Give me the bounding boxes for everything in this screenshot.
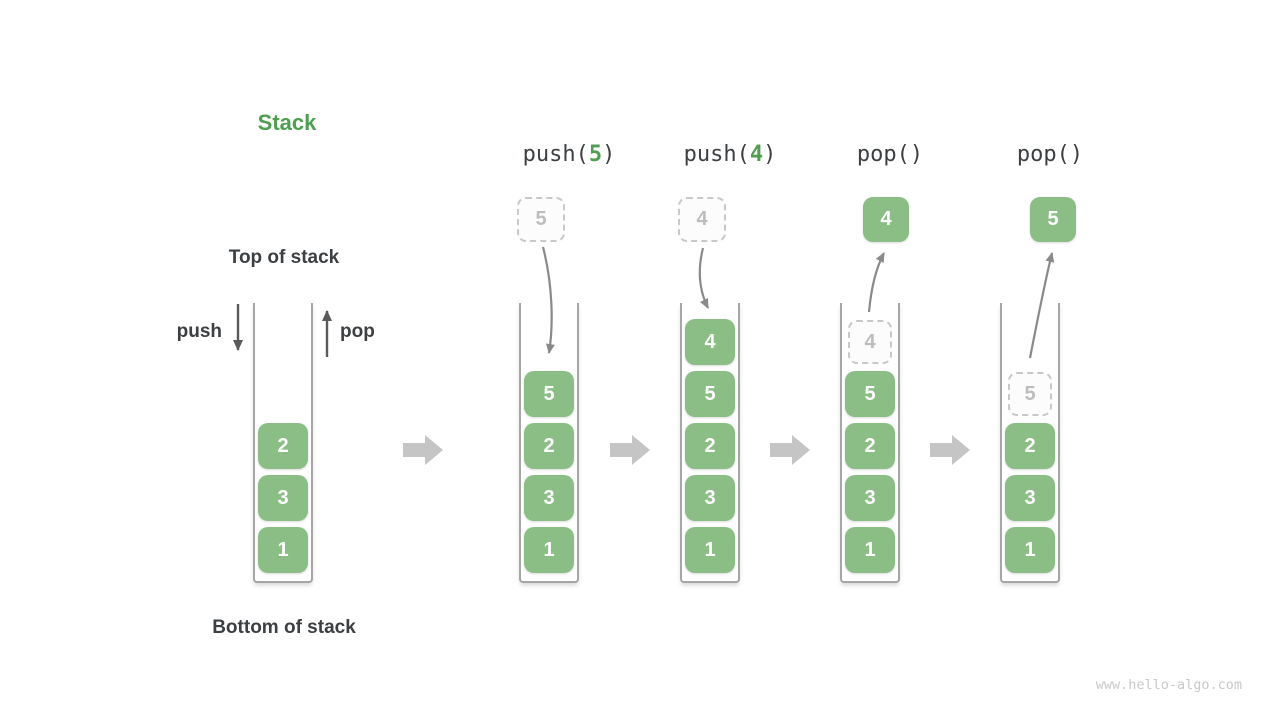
ghost-cell: 4 [848,320,892,364]
next-step-block-arrow [610,435,650,465]
ghost-cell: 5 [1008,372,1052,416]
operation-label-after-push-5: push(5) [523,142,616,167]
stack-cell: 5 [524,371,574,417]
top-of-stack-label: Top of stack [228,247,340,268]
watermark: www.hello-algo.com [1095,677,1242,693]
op-prefix: push( [683,142,750,167]
op-suffix: ) [909,142,924,167]
popped-value-box: 5 [1030,197,1076,242]
stack-cell: 1 [845,527,895,573]
stack-cell: 2 [1005,423,1055,469]
incoming-value-box: 4 [678,197,726,242]
stack-cell: 3 [685,475,735,521]
stack-cell: 5 [685,371,735,417]
stack-cell: 1 [258,527,308,573]
operation-label-after-pop-4: pop() [857,142,923,167]
operation-label-after-push-4: push(4) [684,142,777,167]
stack-cell: 3 [524,475,574,521]
op-suffix: ) [602,142,616,167]
stack-cell: 3 [258,475,308,521]
next-step-block-arrow [930,435,970,465]
stack-cell: 2 [685,423,735,469]
op-suffix: ) [763,142,777,167]
push-label: push [176,321,222,342]
stack-cell: 3 [1005,475,1055,521]
op-prefix: push( [522,142,589,167]
op-argument: 4 [749,142,764,167]
next-step-block-arrow [403,435,443,465]
bottom-of-stack-label: Bottom of stack [212,617,356,638]
stack-cell: 4 [685,319,735,365]
stack-cell: 5 [845,371,895,417]
stack-cell: 1 [1005,527,1055,573]
diagram-title: Stack [257,110,317,135]
next-step-block-arrow [770,435,810,465]
operation-label-after-pop-5: pop() [1017,142,1083,167]
popped-value-box: 4 [863,197,909,242]
op-prefix: pop( [1016,142,1070,167]
incoming-value-box: 5 [517,197,565,242]
stack-cell: 1 [685,527,735,573]
stack-cell: 1 [524,527,574,573]
stack-cell: 3 [845,475,895,521]
op-argument: 5 [588,142,603,167]
pop-label: pop [340,321,375,342]
stack-cell: 2 [524,423,574,469]
op-prefix: pop( [856,142,910,167]
stack-cell: 2 [845,423,895,469]
op-suffix: ) [1069,142,1084,167]
stack-cell: 2 [258,423,308,469]
push-curve-arrow [698,247,709,309]
